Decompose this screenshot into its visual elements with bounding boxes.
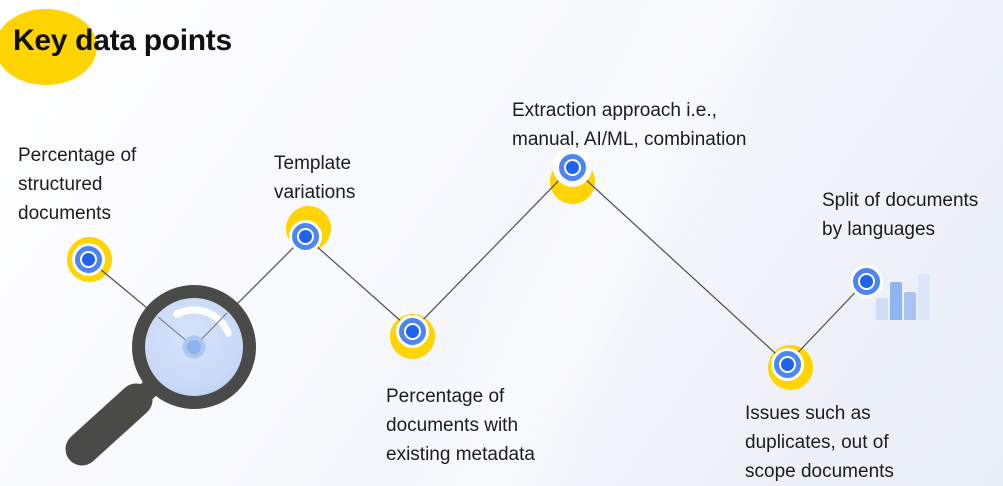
- point-label-split-by-languages: Split of documents by languages: [822, 190, 979, 240]
- point-label-existing-metadata: Percentage of documents with existing me…: [386, 386, 535, 465]
- bar-1: [876, 298, 888, 320]
- marker-core: [81, 252, 95, 266]
- marker-core: [859, 274, 873, 288]
- marker-dot-split-by-languages: [852, 267, 880, 295]
- bar-4: [918, 274, 930, 320]
- bar-3: [904, 292, 916, 320]
- point-label-issues-duplicates: Issues such as duplicates, out of scope …: [745, 403, 894, 482]
- marker-dot-issues-duplicates: [773, 350, 801, 378]
- point-label-structured-documents: Percentage of structured documents: [18, 145, 137, 224]
- marker-dot-existing-metadata: [398, 317, 426, 345]
- magnifying-glass-icon: [65, 285, 256, 466]
- point-label-extraction-approach: Extraction approach i.e., manual, AI/ML,…: [512, 100, 747, 150]
- title-accent-circle: [0, 9, 97, 85]
- marker-dot-template-variations: [291, 222, 319, 250]
- bar-2: [890, 282, 902, 320]
- marker-core: [565, 160, 579, 174]
- marker-core: [405, 324, 419, 338]
- marker-core: [780, 357, 794, 371]
- marker-dot-extraction-approach: [558, 153, 586, 181]
- slide-title: Key data points: [13, 24, 232, 57]
- point-label-template-variations: Template variations: [274, 153, 356, 203]
- marker-core: [298, 229, 312, 243]
- marker-dot-structured-documents: [74, 245, 102, 273]
- bar-chart-icon: [876, 274, 930, 320]
